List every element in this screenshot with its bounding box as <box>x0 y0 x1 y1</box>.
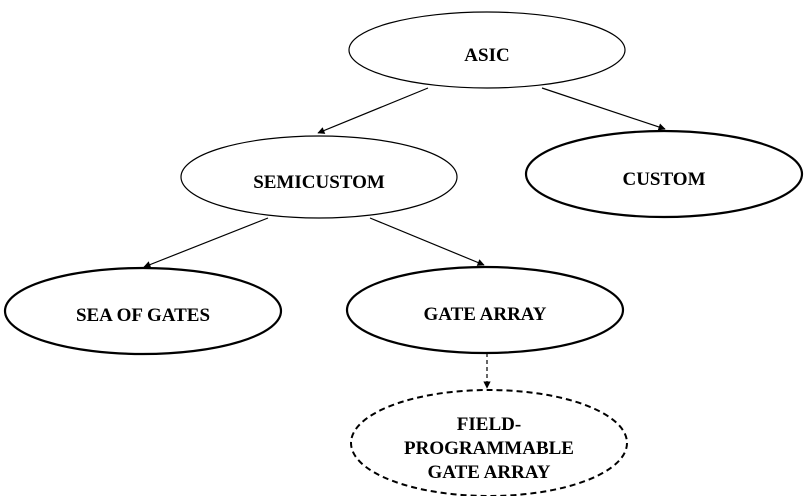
node-asic-label: ASIC <box>464 45 509 66</box>
node-asic: ASIC <box>348 11 626 89</box>
node-fpga-label-line-1: FIELD- <box>457 414 521 435</box>
node-asic-shape <box>348 11 626 89</box>
edges <box>143 87 666 389</box>
edge-asic-semicustom <box>317 87 429 134</box>
node-semicustom-shape <box>180 135 458 219</box>
node-gate-array-shape <box>345 265 625 355</box>
node-sea-of-gates: SEA OF GATES <box>3 266 283 356</box>
node-sea-of-gates-label: SEA OF GATES <box>76 305 210 326</box>
node-gate-array-label: GATE ARRAY <box>424 304 547 325</box>
node-fpga-label-line-3: GATE ARRAY <box>428 462 551 483</box>
node-custom-label: CUSTOM <box>622 169 705 190</box>
node-fpga-label-line-2: PROGRAMMABLE <box>404 438 574 459</box>
node-semicustom: SEMICUSTOM <box>180 135 458 219</box>
node-custom: CUSTOM <box>524 129 804 219</box>
node-custom-shape <box>524 129 804 219</box>
edge-semicustom-gate-array <box>369 217 485 266</box>
node-sea-of-gates-shape <box>3 266 283 356</box>
edge-asic-custom <box>541 87 666 131</box>
edge-semicustom-sea-of-gates <box>143 217 269 268</box>
node-gate-array: GATE ARRAY <box>345 265 625 355</box>
node-fpga: FIELD- PROGRAMMABLE GATE ARRAY <box>350 389 628 496</box>
node-semicustom-label: SEMICUSTOM <box>253 172 385 193</box>
node-fpga-shape <box>350 389 628 496</box>
